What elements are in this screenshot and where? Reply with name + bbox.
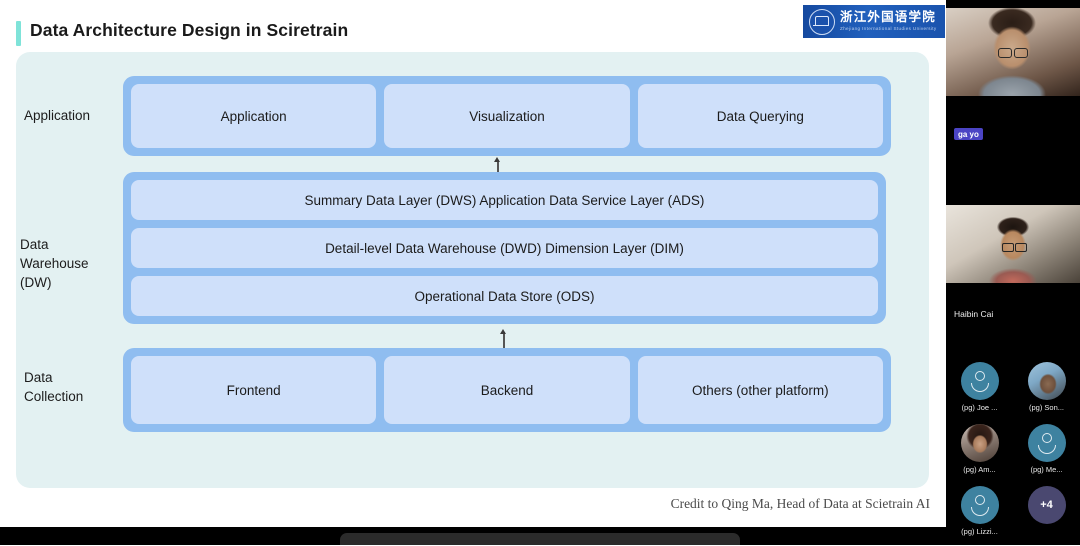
layer-cell-frontend: Frontend — [131, 356, 377, 424]
video-feed-image — [946, 8, 1080, 96]
avatar — [960, 362, 999, 400]
arrow-stem — [503, 332, 505, 349]
layer-cell-application: Application — [131, 84, 377, 148]
participant-avatar-grid: (pg) Joe ... (pg) Son... (pg) Am... (pg)… — [946, 360, 1080, 545]
university-name-en: Zhejiang International Studies Universit… — [840, 25, 937, 31]
slide-title-row: Data Architecture Design in Sciretrain — [0, 8, 946, 46]
layer-label-data-collection: Data Collection — [24, 368, 83, 406]
meeting-toolbar[interactable] — [340, 533, 740, 545]
avatar — [960, 486, 999, 524]
university-emblem-icon — [809, 8, 835, 35]
participant-name: (pg) Son... — [1028, 403, 1065, 412]
layer-cell-backend: Backend — [384, 356, 630, 424]
avatar — [1027, 362, 1066, 400]
arrow-stem — [497, 160, 499, 174]
layer-cell-others: Others (other platform) — [637, 356, 883, 424]
arrow-up-to-application — [492, 157, 503, 174]
video-tile-name: Haibin Cai — [954, 309, 994, 319]
glasses-icon — [1015, 243, 1027, 252]
video-participant-rail: ga yo Haibin Cai (pg) Joe ... (pg) Son..… — [946, 0, 1080, 545]
person-icon — [974, 495, 985, 505]
participant-cell[interactable]: (pg) Am... — [946, 422, 1013, 484]
title-accent-bar — [16, 21, 21, 46]
participant-name: (pg) Joe ... — [961, 403, 998, 412]
layer-label-data-warehouse: Data Warehouse (DW) — [20, 235, 89, 292]
participant-cell[interactable]: (pg) Lizzi... — [946, 484, 1013, 546]
avatar — [1027, 424, 1066, 462]
participant-cell-overflow[interactable]: +4 — [1013, 484, 1080, 546]
layer-cell-dwd-dim: Detail-level Data Warehouse (DWD) Dimens… — [131, 228, 878, 268]
arrow-head-icon — [494, 157, 500, 162]
layer-cell-ods: Operational Data Store (ODS) — [131, 276, 878, 316]
video-feed-image — [946, 205, 1080, 283]
university-logo-text: 浙江外国语学院 Zhejiang International Studies U… — [840, 11, 937, 31]
layer-label-line: Data — [24, 370, 53, 385]
video-tile-speaker-2[interactable]: Haibin Cai — [946, 195, 1080, 355]
participant-name: (pg) Me... — [1030, 465, 1063, 474]
layer-label-line: Data — [20, 237, 49, 252]
glasses-icon — [1002, 243, 1014, 252]
presentation-slide: Data Architecture Design in Sciretrain 浙… — [0, 5, 946, 511]
participant-cell[interactable]: (pg) Joe ... — [946, 360, 1013, 422]
video-tile-name: ga yo — [954, 128, 983, 140]
person-icon — [1041, 433, 1052, 443]
data-collection-layer-group: Frontend Backend Others (other platform) — [123, 348, 891, 432]
layer-cell-data-querying: Data Querying — [637, 84, 883, 148]
layer-cell-visualization: Visualization — [384, 84, 630, 148]
layer-label-line: Warehouse — [20, 256, 89, 271]
overflow-count-badge: +4 — [1027, 486, 1066, 524]
university-logo: 浙江外国语学院 Zhejiang International Studies U… — [803, 5, 945, 38]
data-warehouse-layer-group: Summary Data Layer (DWS) Application Dat… — [123, 172, 886, 324]
participant-cell[interactable]: (pg) Me... — [1013, 422, 1080, 484]
participant-name: (pg) Lizzi... — [961, 527, 998, 536]
person-icon — [970, 507, 989, 516]
person-icon — [970, 383, 989, 392]
arrow-up-to-data-warehouse — [498, 329, 509, 349]
avatar — [960, 424, 999, 462]
application-layer-group: Application Visualization Data Querying — [123, 76, 891, 156]
glasses-icon — [1014, 48, 1028, 58]
layer-label-line: Collection — [24, 389, 84, 404]
participant-cell[interactable]: (pg) Son... — [1013, 360, 1080, 422]
layer-cell-dws-ads: Summary Data Layer (DWS) Application Dat… — [131, 180, 878, 220]
university-name-cn: 浙江外国语学院 — [840, 9, 936, 25]
layer-label-line: (DW) — [20, 275, 52, 290]
person-icon — [974, 371, 985, 381]
credit-text: Credit to Qing Ma, Head of Data at Sciet… — [670, 496, 930, 511]
participant-name: (pg) Am... — [963, 465, 996, 474]
person-icon — [1037, 445, 1056, 454]
glasses-icon — [998, 48, 1012, 58]
layer-label-application: Application — [24, 108, 91, 123]
video-tile-speaker-1[interactable]: ga yo — [946, 0, 1080, 195]
page-title: Data Architecture Design in Sciretrain — [30, 20, 349, 40]
arrow-head-icon — [500, 329, 506, 334]
